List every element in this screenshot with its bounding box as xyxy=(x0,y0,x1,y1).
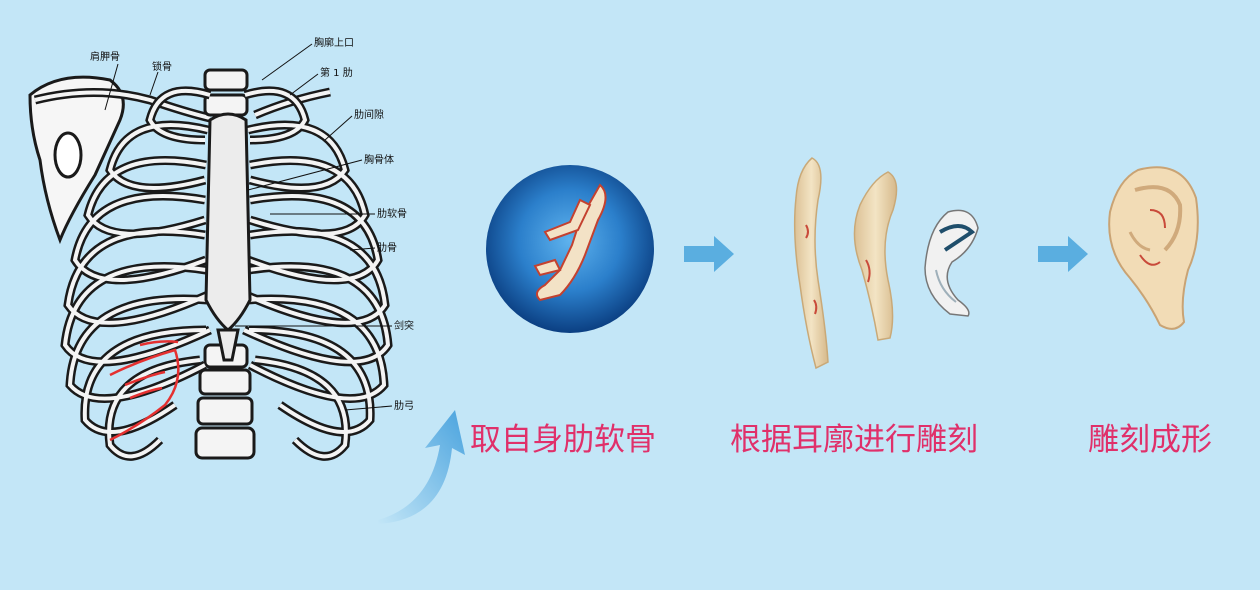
tag-rib: 肋骨 xyxy=(377,241,397,254)
tag-costal-arch: 肋弓 xyxy=(394,399,414,412)
harvested-cartilage-disc xyxy=(486,165,654,333)
ribcage-illustration xyxy=(28,68,393,461)
tag-scapula: 肩胛骨 xyxy=(90,50,120,63)
tag-sternum-body: 胸骨体 xyxy=(364,153,394,166)
tag-costal-cartilage: 肋软骨 xyxy=(377,207,407,220)
tag-thoracic-inlet: 胸廓上口 xyxy=(314,36,354,49)
ribcage-tags: 肩胛骨 锁骨 胸廓上口 第 1 肋 肋间隙 胸骨体 肋软骨 肋骨 剑突 肋弓 xyxy=(90,36,414,412)
curved-up-arrow-icon xyxy=(378,410,465,524)
tag-first-rib: 第 1 肋 xyxy=(320,66,353,79)
right-arrow-icon xyxy=(1038,236,1088,272)
step-label-carve: 根据耳廓进行雕刻 xyxy=(730,422,978,458)
step-label-harvest: 取自身肋软骨 xyxy=(470,422,656,458)
carved-ear-framework xyxy=(1108,166,1199,330)
right-arrow-icon xyxy=(684,236,734,272)
step-label-formed: 雕刻成形 xyxy=(1088,422,1212,458)
carved-cartilage-pieces xyxy=(793,157,979,370)
tag-clavicle: 锁骨 xyxy=(152,60,172,73)
tag-xiphoid: 剑突 xyxy=(394,319,414,332)
tag-intercostal-space: 肋间隙 xyxy=(354,108,384,121)
